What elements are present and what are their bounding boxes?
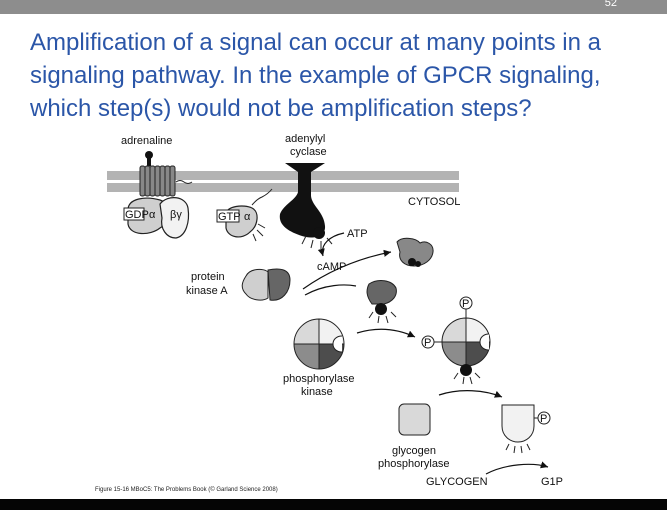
pka-regulatory-camp — [396, 237, 434, 267]
phosphorylase-kinase-label-1: phosphorylase — [283, 373, 355, 385]
glycogen-label: GLYCOGEN — [426, 476, 488, 488]
atp-label: ATP — [347, 228, 368, 240]
inactive-pka — [241, 268, 291, 301]
top-bar: 52 — [0, 0, 667, 14]
gtp-box — [216, 209, 240, 223]
slide-title: Amplification of a signal can occur at m… — [30, 26, 660, 125]
alpha-subunit-label: α — [149, 209, 156, 221]
gdp-label: GDP — [125, 209, 149, 221]
cytosol-label: CYTOSOL — [408, 196, 460, 208]
g1p-label: G1P — [541, 476, 563, 488]
glycogen-phosphorylase-label-2: phosphorylase — [378, 458, 450, 470]
pka-dissociation-arrow — [302, 249, 392, 290]
inactive-phosphorylase-kinase — [293, 318, 345, 370]
title-line-1: Amplification of a signal can occur at m… — [30, 29, 601, 56]
alpha-gtp-label: α — [244, 211, 251, 223]
phosphorylase-kinase-label-2: kinase — [301, 386, 333, 398]
cell-membrane — [107, 171, 459, 192]
gp-activation-arrow — [438, 390, 503, 398]
slide-number: 52 — [604, 0, 617, 9]
active-pka-catalytic — [366, 280, 397, 324]
title-line-3: which step(s) would not be amplification… — [30, 95, 532, 122]
active-phosphorylase-kinase — [421, 296, 491, 385]
atp-to-camp-arrow — [317, 232, 345, 257]
glycogen-breakdown-arrow — [485, 461, 549, 475]
beta-gamma-label: βγ — [170, 209, 182, 221]
phospho-label-top: P — [462, 298, 469, 310]
inactive-g-protein — [127, 197, 190, 239]
title-line-2: signaling pathway. In the example of GPC… — [30, 62, 601, 89]
phospho-label-left: P — [424, 337, 431, 349]
gpcr-receptor — [139, 165, 193, 197]
pka-label-2: kinase A — [186, 285, 228, 297]
bottom-bar — [0, 499, 667, 510]
phk-activation-arrow — [356, 328, 416, 338]
glycogen-phosphorylase-label-1: glycogen — [392, 445, 436, 457]
inactive-glycogen-phosphorylase — [398, 403, 431, 436]
phospho-label-gp: P — [540, 413, 547, 425]
pka-label-1: protein — [191, 271, 225, 283]
pka-activation-arrow — [304, 284, 357, 296]
adenylyl-cyclase-label-2: cyclase — [290, 146, 327, 158]
adrenaline-ligand — [145, 151, 153, 166]
adenylyl-cyclase-label-1: adenylyl — [285, 133, 325, 145]
gdp-box — [123, 207, 145, 221]
adenylyl-cyclase — [279, 163, 333, 249]
gtp-label: GTP — [218, 211, 241, 223]
figure-caption: Figure 15-16 MBoC5: The Problems Book (©… — [95, 487, 278, 493]
adrenaline-label: adrenaline — [121, 135, 172, 147]
camp-label: cAMP — [317, 261, 346, 273]
active-glycogen-phosphorylase — [501, 404, 551, 454]
